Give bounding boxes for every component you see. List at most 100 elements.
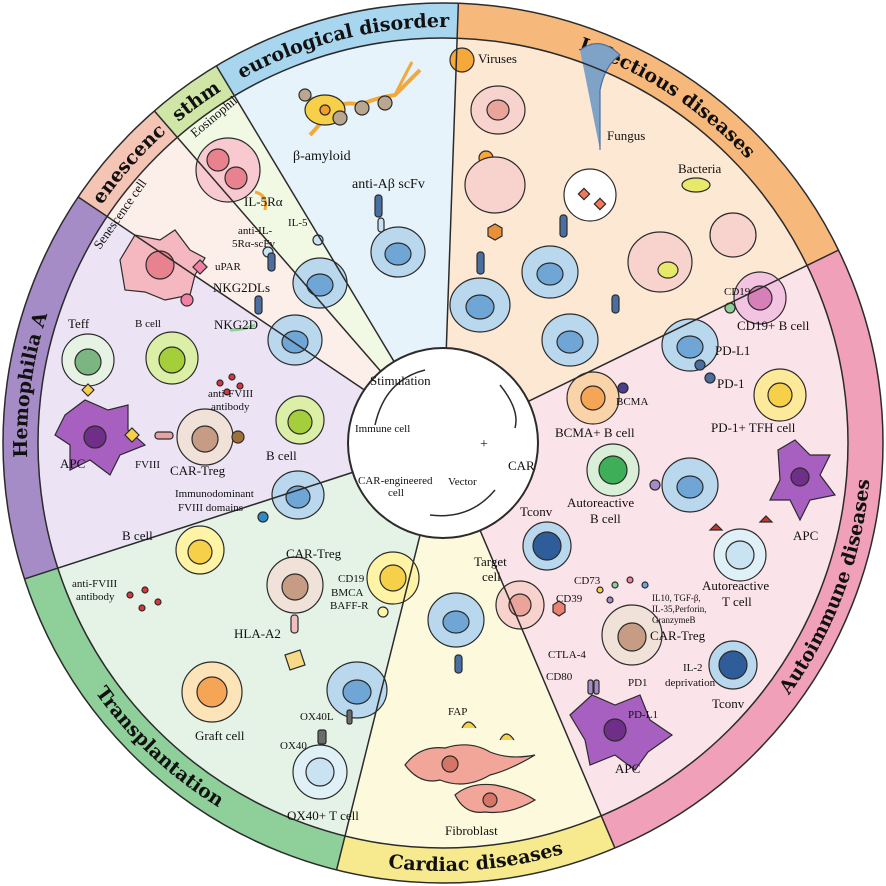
bcma-label: BCMA	[616, 396, 648, 408]
cd80-label: CD80	[546, 671, 573, 683]
tfh-cell-icon	[694, 359, 807, 422]
autoreactive-bcell-icon	[586, 443, 719, 513]
car-label: CAR	[508, 458, 535, 473]
cell-label: cell	[388, 487, 404, 499]
tconv-low-label: Tconv	[712, 696, 745, 711]
pd1-low-label: PD1	[628, 677, 648, 689]
il5ra-label: IL-5Rα	[244, 194, 283, 209]
nkg2d-label: NKG2D	[214, 317, 258, 332]
sector-bg-neurological	[234, 37, 458, 362]
bcell-icon	[275, 395, 325, 445]
cd73-label: CD73	[574, 575, 601, 587]
fungus-icon	[521, 43, 621, 299]
divider-line	[24, 471, 353, 580]
apc-low-label: APC	[615, 761, 640, 776]
pd1-tfh-label: PD-1+ TFH cell	[711, 420, 796, 435]
apc-icon	[569, 679, 674, 771]
car-cell-icon	[370, 194, 426, 278]
divider-line	[479, 530, 616, 849]
pdl1-label: PD-L1	[715, 343, 750, 358]
autoreactive-tcell-icon	[708, 515, 774, 582]
bmca-label: BMCA	[331, 587, 363, 599]
car-treg-label: CAR-Treg	[170, 463, 226, 478]
bcell-icon	[126, 525, 225, 612]
hla-a2-label: HLA-A2	[234, 626, 281, 641]
sector-bg-infectious	[446, 38, 808, 402]
anti-fviii-label: anti-FVIII	[208, 388, 254, 400]
anti-fviii-label-low-2: antibody	[76, 591, 115, 603]
hemophilia-labels: Teff B cell anti-FVIII antibody APC FVII…	[60, 316, 297, 603]
apc-label: APC	[793, 528, 818, 543]
bcell-label-low: B cell	[122, 528, 153, 543]
infected-cell-icon	[449, 85, 526, 333]
pdl1-low-label: PD-L1	[628, 709, 658, 721]
divider-line	[445, 3, 460, 349]
center-labels: Stimulation Immune cell + CAR Vector CAR…	[355, 373, 535, 499]
viruses-label: Viruses	[478, 51, 517, 66]
bcell-label: B cell	[135, 318, 161, 330]
inner-ring-border	[37, 37, 849, 849]
car-engineered-label: CAR-engineered	[358, 475, 433, 487]
ox40-tcell-label: OX40+ T cell	[287, 808, 359, 823]
baff-r-label: BAFF-R	[330, 600, 369, 612]
divider-line	[153, 110, 382, 372]
cytokines-label-2: IL-35,Perforin,	[652, 604, 706, 614]
immunodominant-label: Immunodominant	[175, 488, 254, 500]
plus-sign: +	[480, 437, 488, 452]
anti-il-label-2: 5Rα-scFv	[232, 238, 276, 250]
bcell-label-right: B cell	[266, 448, 297, 463]
divider-line	[77, 196, 365, 391]
fap-label: FAP	[448, 706, 467, 718]
infectious-labels: Viruses Fungus Bacteria	[478, 51, 722, 176]
target-cell-label-2: cell	[482, 569, 501, 584]
cytokines-label: IL10, TGF-β,	[652, 593, 701, 603]
apc-label: APC	[60, 456, 85, 471]
car-cell-icon	[427, 592, 485, 674]
apc-icon	[54, 399, 147, 476]
sector-ring-cardiac	[336, 815, 615, 884]
graft-cell-label: Graft cell	[195, 728, 245, 743]
sector-ring-autoimmune	[601, 250, 883, 849]
car-treg-cell-icon	[596, 576, 663, 666]
bacteria-label: Bacteria	[678, 161, 722, 176]
ox40-tcell-icon	[292, 729, 348, 800]
transplantation-labels: CAR-Treg HLA-A2 Graft cell CD19 BMCA BAF…	[195, 546, 369, 823]
apc-icon	[769, 439, 837, 522]
divider-line	[215, 65, 395, 362]
stimulation-label: Stimulation	[370, 373, 431, 388]
graft-cell-icon	[181, 661, 243, 723]
fviii-label: FVIII	[135, 459, 160, 471]
sector-dividers	[24, 3, 839, 871]
sector-ring-transplantation	[24, 568, 346, 870]
pd1-label: PD-1	[717, 376, 744, 391]
vector-label: Vector	[448, 476, 477, 488]
autoimmune-labels: CD19 CD19+ B cell PD-L1 PD-1 BCMA BCMA+ …	[474, 286, 818, 776]
center-circle	[347, 347, 539, 539]
sector-ring-neurological	[216, 2, 459, 96]
ctla4-label: CTLA-4	[548, 649, 586, 661]
bacteria-icon	[541, 177, 757, 367]
center-cycle-arrows	[374, 369, 517, 517]
cd19-bcell-label: CD19+ B cell	[737, 318, 810, 333]
ring-label-text: Asthma	[0, 0, 224, 126]
cytokines-label-3: GranzymeB	[652, 615, 695, 625]
fibroblast-icon	[404, 721, 537, 814]
car-cell-icon	[257, 470, 325, 523]
bcma-bcell-icon	[566, 371, 629, 425]
cd39-label: CD39	[556, 593, 583, 605]
neurological-labels: β-amyloid anti-Aβ scFv	[293, 149, 425, 192]
senescence-cell-icon	[119, 229, 208, 307]
bcma-bcell-label: BCMA+ B cell	[555, 425, 635, 440]
upar-label: uPAR	[215, 261, 242, 273]
car-treg-label: CAR-Treg	[286, 546, 342, 561]
teff-cell-icon	[61, 333, 115, 397]
sector-ring-asthma	[154, 65, 235, 138]
anti-fviii-label-2: antibody	[211, 401, 250, 413]
divider-line	[528, 249, 839, 403]
ox40-label: OX40	[280, 740, 307, 752]
il2-label-2: deprivation	[665, 677, 716, 689]
car-treg-cell-icon	[266, 556, 324, 671]
